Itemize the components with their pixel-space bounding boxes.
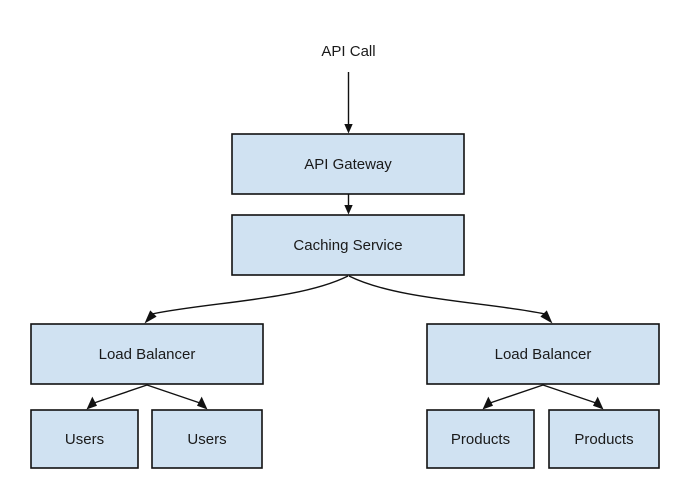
edge-lb-left-to-users-1 xyxy=(86,384,148,410)
edge-caching-to-lb-left xyxy=(144,275,349,324)
node-load-balancer-right[interactable]: Load Balancer xyxy=(426,323,660,385)
load-balancer-left-label: Load Balancer xyxy=(99,346,196,363)
api-call-label: API Call xyxy=(321,43,375,60)
edge-lb-right-to-products-1 xyxy=(482,384,544,410)
products-1-label: Products xyxy=(451,431,510,448)
node-caching-service[interactable]: Caching Service xyxy=(231,214,465,276)
products-2-label: Products xyxy=(574,431,633,448)
load-balancer-right-box[interactable] xyxy=(426,323,660,385)
node-products-1[interactable]: Products xyxy=(426,409,535,469)
edge-apicall-to-gateway xyxy=(344,72,353,134)
api-gateway-label: API Gateway xyxy=(304,156,392,173)
users-1-box[interactable] xyxy=(30,409,139,469)
node-load-balancer-left[interactable]: Load Balancer xyxy=(30,323,264,385)
caching-service-box[interactable] xyxy=(231,214,465,276)
node-products-2[interactable]: Products xyxy=(548,409,660,469)
node-users-2[interactable]: Users xyxy=(151,409,263,469)
api-gateway-box[interactable] xyxy=(231,133,465,195)
edge-gateway-to-caching xyxy=(344,194,353,215)
users-1-label: Users xyxy=(65,431,104,448)
products-1-box[interactable] xyxy=(426,409,535,469)
node-api-gateway[interactable]: API Gateway xyxy=(231,133,465,195)
load-balancer-right-label: Load Balancer xyxy=(495,346,592,363)
caching-service-label: Caching Service xyxy=(293,237,402,254)
users-2-box[interactable] xyxy=(151,409,263,469)
node-users-1[interactable]: Users xyxy=(30,409,139,469)
edge-caching-to-lb-right xyxy=(348,275,553,324)
edge-lb-left-to-users-2 xyxy=(146,384,208,410)
load-balancer-left-box[interactable] xyxy=(30,323,264,385)
products-2-box[interactable] xyxy=(548,409,660,469)
edge-lb-right-to-products-2 xyxy=(542,384,604,410)
users-2-label: Users xyxy=(187,431,226,448)
